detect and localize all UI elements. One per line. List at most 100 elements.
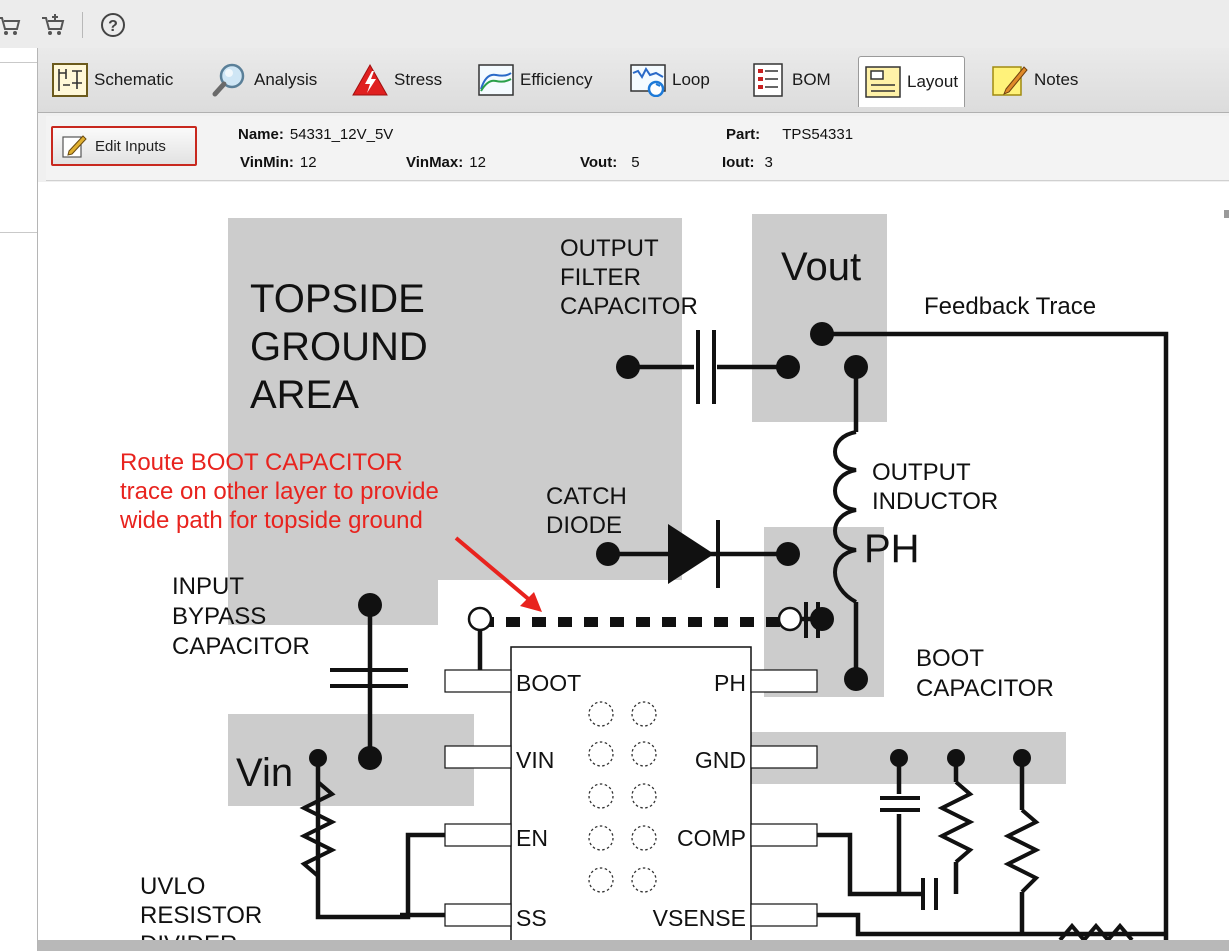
input-bypass-label: INPUT BYPASS CAPACITOR: [172, 573, 310, 660]
name-label: Name:: [238, 126, 284, 143]
vout-value: 5: [631, 154, 640, 171]
vsense-resistor: [1003, 808, 1041, 894]
boot-capacitor-label: BOOT CAPACITOR: [916, 645, 1054, 702]
vout-copper: [752, 214, 887, 422]
label-line: OUTPUT: [872, 459, 971, 486]
pin-label-vin: VIN: [516, 747, 554, 773]
vertical-scrollbar-thumb[interactable]: [1224, 210, 1229, 218]
cart-remove-icon[interactable]: [0, 12, 22, 38]
efficiency-chart-icon: [478, 64, 514, 96]
label-line: FILTER: [560, 264, 641, 291]
schematic-icon: [52, 63, 88, 97]
boot-via-right: [777, 606, 803, 632]
vinmax-field: VinMax:12: [406, 154, 486, 171]
label-line: BOOT: [916, 645, 984, 672]
via: [631, 867, 657, 893]
label-line: GROUND: [250, 325, 428, 369]
label-line: TOPSIDE: [250, 277, 425, 321]
vout-label: Vout: [781, 245, 861, 289]
tab-label: Notes: [1034, 70, 1079, 89]
pad-vin: [444, 745, 512, 769]
tab-bom[interactable]: BOM: [750, 58, 831, 102]
vout-field: Vout:5: [580, 154, 640, 171]
label-line: CATCH: [546, 483, 627, 510]
output-inductor-label: OUTPUT INDUCTOR: [872, 459, 998, 515]
horizontal-scrollbar[interactable]: [38, 940, 1229, 951]
magnifier-icon: [212, 63, 245, 97]
copper-areas: [228, 214, 1066, 940]
pad-vsense: [750, 903, 818, 927]
catch-diode-symbol: [668, 524, 714, 584]
iout-value: 3: [764, 154, 773, 171]
label-line: AREA: [250, 373, 359, 417]
left-panel-divider: [0, 62, 37, 63]
tab-label: Stress: [394, 70, 443, 89]
label-line: CAPACITOR: [172, 633, 310, 660]
via: [588, 867, 614, 893]
tab-strip: Schematic Analysis Stress Efficiency: [38, 48, 1229, 113]
feedback-trace: [822, 331, 1169, 940]
tab-label: BOM: [792, 70, 831, 89]
edit-inputs-label: Edit Inputs: [95, 137, 166, 155]
pad-en: [444, 823, 512, 847]
label-line: RESISTOR: [140, 902, 262, 929]
output-filter-label: OUTPUT FILTER CAPACITOR: [560, 235, 698, 320]
input-bypass-capacitor: [330, 668, 408, 688]
pin-label-ph: PH: [714, 670, 746, 696]
comp-trace: [817, 832, 923, 897]
part-field: Part:TPS54331: [726, 126, 853, 143]
tab-layout[interactable]: Layout: [858, 56, 966, 107]
label-line: OUTPUT: [560, 235, 659, 262]
pad-gnd: [750, 745, 818, 769]
catch-diode-label: CATCH DIODE: [546, 483, 627, 539]
ph-net-label: PH: [864, 527, 920, 571]
label-line: BYPASS: [172, 603, 266, 630]
tab-label: Efficiency: [520, 70, 593, 89]
vinmin-field: VinMin:12: [240, 154, 317, 171]
via: [631, 783, 657, 809]
pad-ph: [750, 669, 818, 693]
edit-inputs-button[interactable]: Edit Inputs: [51, 126, 197, 166]
iout-label: Iout:: [722, 154, 755, 171]
pin-label-comp: COMP: [677, 825, 746, 851]
help-glyph: ?: [108, 18, 118, 35]
toolbar-separator: [82, 12, 83, 38]
layout-diagram: TOPSIDE GROUND AREA OUTPUT FILTER CAPACI…: [119, 214, 1169, 940]
loop-chart-icon: [630, 64, 666, 97]
note-arrow: [454, 536, 534, 604]
tab-efficiency[interactable]: Efficiency: [478, 58, 592, 102]
via: [631, 701, 657, 727]
help-icon[interactable]: ?: [100, 12, 126, 38]
part-value: TPS54331: [782, 126, 854, 143]
label-line: DIVIDER: [140, 931, 237, 940]
pin-label-vsense: VSENSE: [653, 905, 746, 931]
note-arrowhead: [520, 592, 542, 612]
layout-canvas: TOPSIDE GROUND AREA OUTPUT FILTER CAPACI…: [38, 182, 1229, 940]
design-info-bar: Edit Inputs Name:54331_12V_5V Part:TPS54…: [46, 116, 1229, 181]
label-line: INDUCTOR: [872, 488, 998, 515]
label-line: trace on other layer to provide: [120, 478, 439, 505]
via: [631, 825, 657, 851]
vin-label: Vin: [236, 751, 293, 795]
tab-schematic[interactable]: Schematic: [52, 58, 173, 102]
feedback-resistor: [1058, 922, 1134, 940]
connection-dots: [309, 322, 1031, 770]
tab-notes[interactable]: Notes: [992, 58, 1078, 102]
ic-body: [510, 646, 752, 940]
edit-pencil-icon: [62, 135, 87, 158]
ground-area-label: TOPSIDE GROUND AREA: [250, 277, 428, 417]
via: [588, 783, 614, 809]
boot-via-left: [467, 606, 493, 632]
uvlo-resistor: [299, 780, 337, 878]
output-filter-capacitor: [696, 330, 716, 404]
tab-loop[interactable]: Loop: [630, 58, 710, 102]
cart-add-icon[interactable]: [40, 12, 66, 38]
tab-stress[interactable]: Stress: [352, 58, 442, 102]
tab-label: Layout: [907, 72, 959, 91]
label-line: Route BOOT CAPACITOR: [120, 449, 403, 476]
topside-ground-area: [228, 218, 682, 625]
label-line: INPUT: [172, 573, 244, 600]
tab-analysis[interactable]: Analysis: [212, 58, 317, 102]
label-line: wide path for topside ground: [119, 507, 423, 534]
label-line: UVLO: [140, 873, 205, 900]
